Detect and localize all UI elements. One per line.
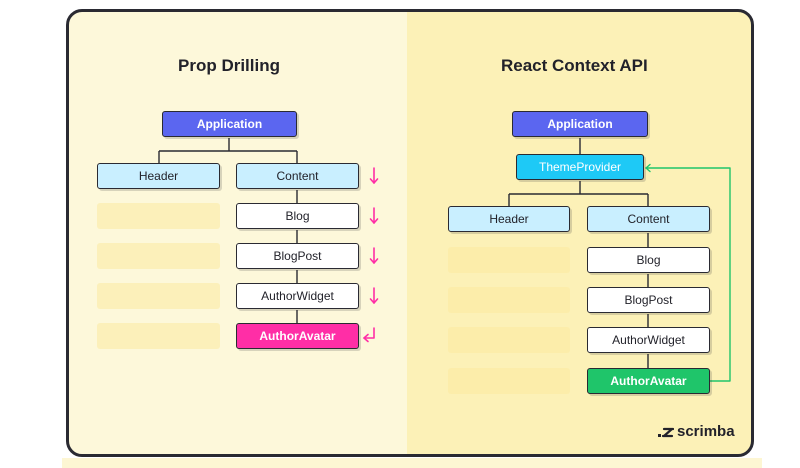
prop-arrow-5 — [363, 327, 375, 343]
bottom-strip — [62, 458, 762, 468]
right-node-content: Content — [587, 206, 710, 232]
prop-arrow-3 — [369, 247, 379, 264]
right-node-header: Header — [448, 206, 570, 232]
right-placeholder-2 — [448, 287, 570, 313]
right-node-themeprovider: ThemeProvider — [516, 154, 644, 180]
prop-arrow-1 — [369, 167, 379, 184]
right-node-authoravatar: AuthorAvatar — [587, 368, 710, 394]
left-placeholder-1 — [97, 203, 220, 229]
left-node-application: Application — [162, 111, 297, 137]
right-connector-theme-children — [508, 181, 649, 206]
right-node-application: Application — [512, 111, 648, 137]
left-connector-app-children — [158, 138, 298, 163]
scrimba-logo-icon — [658, 427, 674, 437]
prop-arrow-2 — [369, 207, 379, 224]
right-panel-title: React Context API — [501, 56, 648, 75]
scrimba-logo-text: scrimba — [677, 423, 735, 440]
right-placeholder-3 — [448, 327, 570, 353]
left-node-authorwidget: AuthorWidget — [236, 283, 359, 309]
left-placeholder-4 — [97, 323, 220, 349]
left-node-header: Header — [97, 163, 220, 189]
left-node-authoravatar: AuthorAvatar — [236, 323, 359, 349]
right-node-authorwidget: AuthorWidget — [587, 327, 710, 353]
left-panel-title: Prop Drilling — [178, 56, 280, 75]
scrimba-logo: scrimba — [658, 423, 735, 440]
left-node-blog: Blog — [236, 203, 359, 229]
right-node-blog: Blog — [587, 247, 710, 273]
left-node-content: Content — [236, 163, 359, 189]
context-arrow — [645, 163, 731, 382]
right-placeholder-4 — [448, 368, 570, 394]
right-placeholder-1 — [448, 247, 570, 273]
left-placeholder-3 — [97, 283, 220, 309]
left-node-blogpost: BlogPost — [236, 243, 359, 269]
right-node-blogpost: BlogPost — [587, 287, 710, 313]
prop-arrow-4 — [369, 287, 379, 304]
left-placeholder-2 — [97, 243, 220, 269]
